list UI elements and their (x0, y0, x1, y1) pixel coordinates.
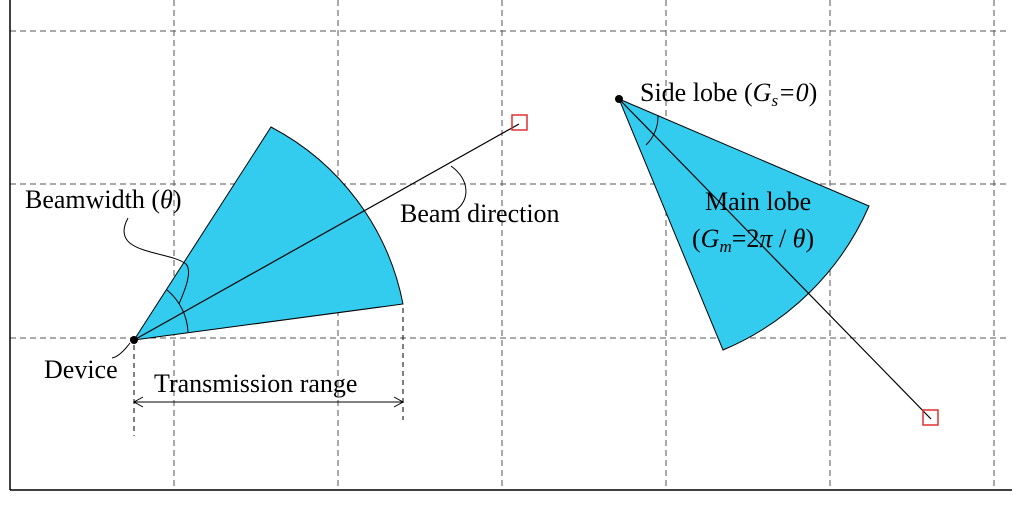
formula-close: ) (805, 224, 814, 253)
beamwidth-label: Beamwidth (θ) (25, 185, 181, 214)
formula-subscript: m (719, 237, 731, 256)
main-lobe-sector-right (618, 98, 870, 351)
formula-g: G (701, 224, 720, 253)
main-lobe-angle-arc (645, 114, 659, 146)
device-dot (130, 336, 138, 344)
beamwidth-close: ) (173, 185, 182, 214)
side-lobe-subscript: s (771, 91, 778, 110)
main-lobe-sector-left (132, 126, 404, 341)
formula-slash: / (772, 224, 792, 253)
target-marker-left (511, 114, 528, 131)
formula-eq: =2 (732, 224, 760, 253)
side-lobe-dot (615, 95, 623, 103)
side-lobe-label: Side lobe (Gs=0) (640, 78, 817, 110)
beamwidth-symbol: θ (160, 185, 173, 214)
target-marker-right (922, 409, 939, 426)
transmission-range-label: Transmission range (154, 369, 357, 398)
formula-open: ( (692, 224, 701, 253)
beamwidth-leader (123, 217, 190, 305)
formula-theta: θ (793, 224, 806, 253)
side-lobe-value: =0 (778, 78, 809, 107)
range-arrow-right (393, 396, 405, 408)
beam-direction-label: Beam direction (400, 199, 560, 228)
side-lobe-close: ) (809, 78, 818, 107)
grid (10, 0, 1010, 490)
range-arrow-left (132, 396, 144, 408)
main-lobe-ray (618, 98, 932, 420)
side-lobe-g: G (753, 78, 772, 107)
beam-direction-leader (450, 165, 467, 211)
device-leader (111, 342, 131, 359)
side-lobe-prefix: Side lobe ( (640, 78, 753, 107)
beam-direction-ray (133, 123, 520, 341)
main-lobe-gain-formula: (Gm=2π / θ) (692, 224, 814, 256)
beamwidth-label-text: Beamwidth ( (25, 185, 160, 214)
formula-pi: π (759, 224, 773, 253)
device-label: Device (44, 355, 118, 384)
beamwidth-angle-arc (166, 289, 189, 333)
main-lobe-label: Main lobe (705, 187, 811, 216)
